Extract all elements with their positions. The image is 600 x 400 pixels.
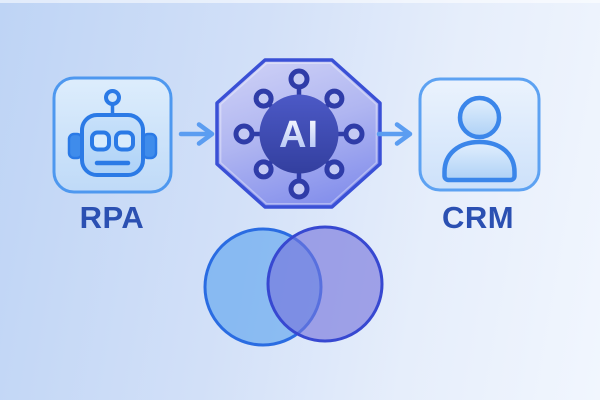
robot-icon bbox=[67, 89, 158, 177]
ai-hub-circle bbox=[259, 94, 339, 174]
ai-node: AI bbox=[215, 58, 382, 209]
person-icon bbox=[442, 95, 517, 183]
rpa-node bbox=[52, 76, 173, 194]
arrow-rpa-to-ai-icon bbox=[178, 122, 215, 146]
crm-node bbox=[418, 77, 541, 192]
venn-right-circle bbox=[266, 225, 384, 343]
rpa-label: RPA bbox=[80, 200, 145, 235]
venn-diagram bbox=[203, 225, 384, 347]
ai-network-hub-icon: AI bbox=[233, 68, 365, 200]
ai-octagon-inner-highlight bbox=[219, 62, 378, 205]
crm-label: CRM bbox=[442, 200, 514, 235]
ai-label: AI bbox=[279, 114, 319, 156]
arrow-ai-to-crm-icon bbox=[376, 122, 413, 146]
